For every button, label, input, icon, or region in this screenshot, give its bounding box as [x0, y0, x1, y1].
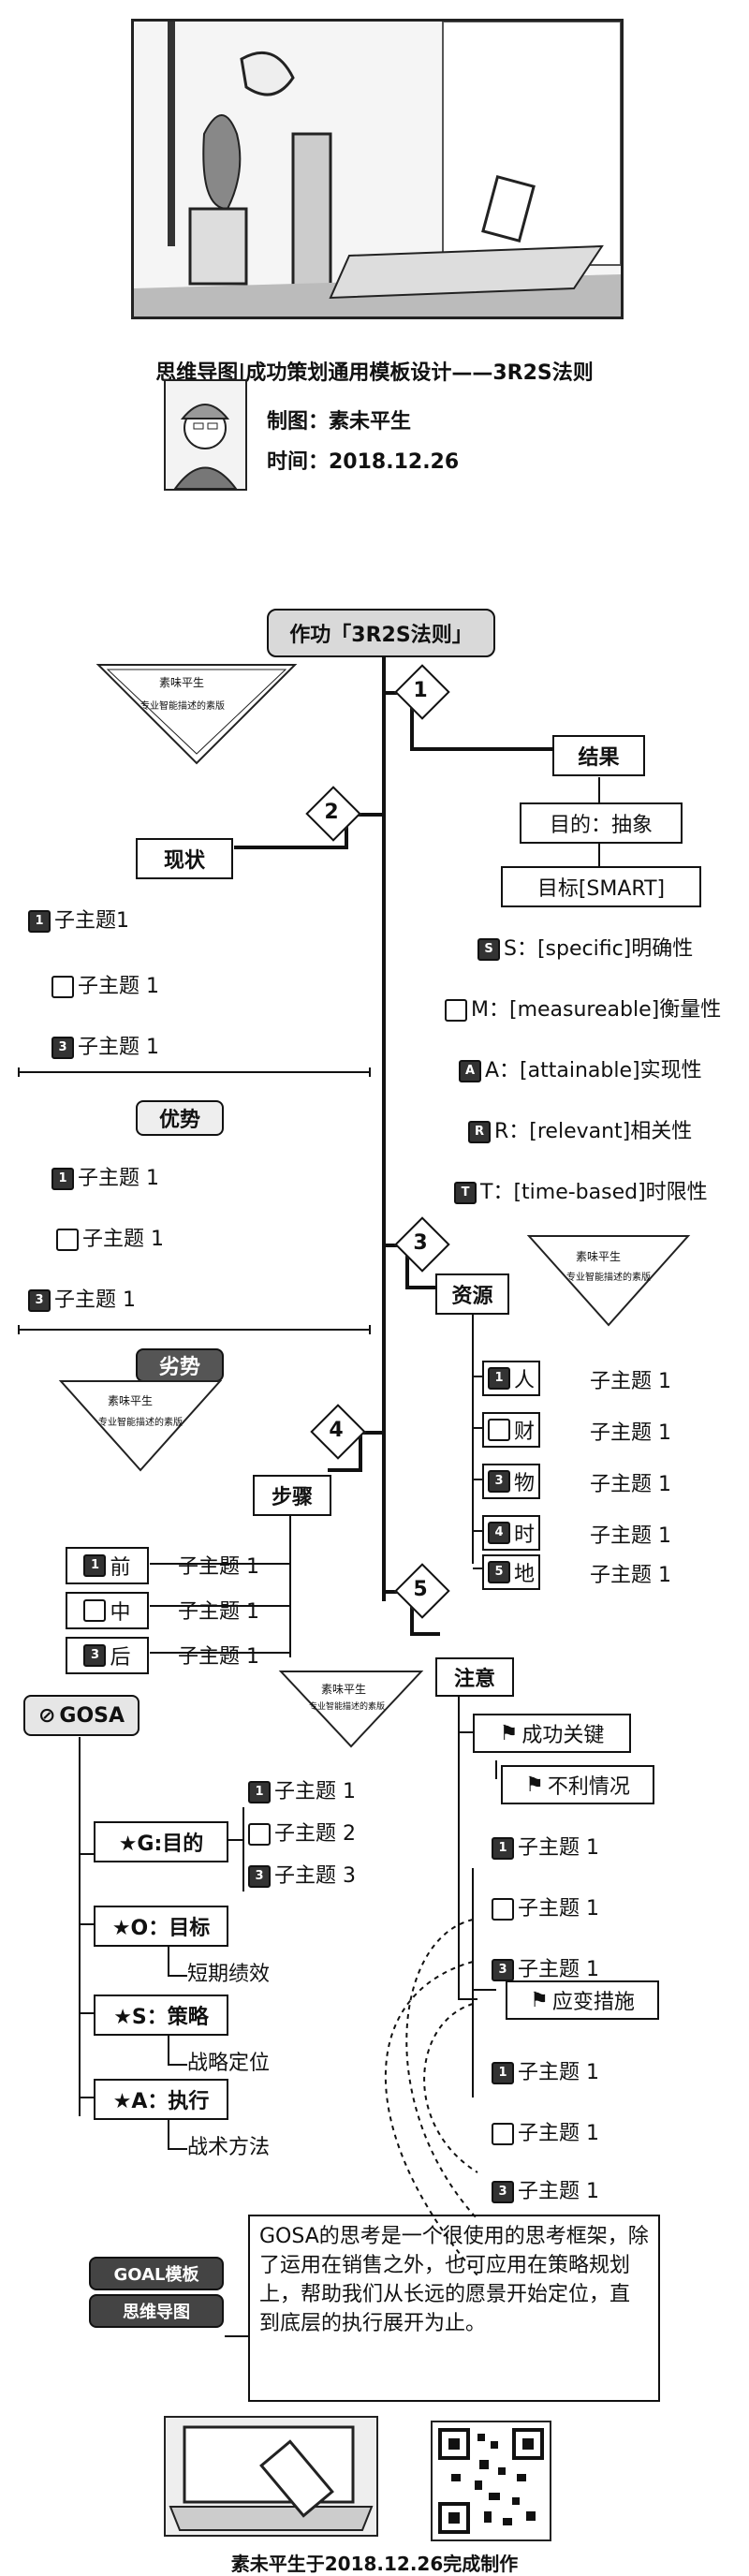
branch-3-label: 资源	[435, 1273, 509, 1315]
gosa-o-sub: 短期绩效	[187, 1963, 271, 1986]
branch-num-5: 5	[413, 1578, 428, 1601]
gosa-o: ★O：目标	[94, 1906, 228, 1947]
branch-2-label: 现状	[136, 838, 233, 879]
branch-num-4: 4	[329, 1419, 344, 1442]
note-label-2: 思维导图	[89, 2294, 224, 2328]
b5-resp: ⚑应变措施	[506, 1980, 659, 2020]
gosa-a-sub: 战术方法	[187, 2136, 271, 2159]
branch-4-label: 步骤	[253, 1475, 331, 1516]
gosa-a: ★A：执行	[94, 2079, 228, 2120]
footer-text: 素未平生于2018.12.26完成制作	[230, 2553, 519, 2575]
b1-sub2: 目标[SMART]	[501, 866, 701, 907]
youshi-label: 优势	[136, 1100, 224, 1136]
author-line: 制图：素未平生	[267, 410, 412, 434]
root-node: 作功「3R2S法则」	[267, 609, 495, 657]
b3-v-1: 子主题 1	[590, 1370, 671, 1393]
note-label-1: GOAL模板	[89, 2257, 224, 2290]
stamp-4: 素味平生 专业智能描述的素版	[276, 1667, 426, 1755]
desk-illustration	[134, 22, 621, 316]
b3-v-3: 子主题 1	[590, 1473, 671, 1496]
b5-item1-2: 子主题 1	[492, 1892, 599, 1921]
b3-v-4: 子主题 1	[590, 1524, 671, 1548]
header-photo	[131, 19, 624, 319]
time-line: 时间：2018.12.26	[267, 450, 460, 474]
b4-v-1: 子主题 1	[178, 1555, 259, 1579]
flag-icon: ⚑	[530, 1988, 549, 2012]
youshi-item-2: 子主题 1	[56, 1222, 164, 1252]
branch-num-2: 2	[324, 801, 339, 824]
b1-item-m: M：[measureable]衡量性	[445, 993, 721, 1023]
flag-icon: ⚑	[525, 1773, 544, 1797]
b3-k-2: 财	[482, 1412, 540, 1448]
b2-item-2: 子主题 1	[51, 969, 159, 999]
stamp-2: 素味平生 专业智能描述的素版	[56, 1372, 225, 1479]
b5-item2-2: 子主题 1	[492, 2116, 599, 2146]
b5-key: ⚑成功关键	[473, 1714, 631, 1753]
b3-v-5: 子主题 1	[590, 1564, 671, 1587]
b4-k-2: 中	[66, 1592, 149, 1629]
b3-v-2: 子主题 1	[590, 1421, 671, 1445]
qr-code	[431, 2421, 551, 2541]
avatar	[164, 379, 247, 491]
b4-v-3: 子主题 1	[178, 1645, 259, 1669]
branch-5-label: 注意	[435, 1657, 514, 1697]
stamp-1: 素味平生 专业智能描述的素版	[89, 655, 304, 772]
b5-bad: ⚑不利情况	[501, 1765, 654, 1804]
gosa-label: ⊘GOSA	[23, 1695, 140, 1736]
gosa-s: ★S：策略	[94, 1995, 228, 2036]
branch-num-1: 1	[413, 679, 428, 702]
branch-1-label: 结果	[552, 735, 645, 776]
gosa-g-item-2: 子主题 2	[248, 1817, 356, 1847]
stamp-3: 素味平生 专业智能描述的素版	[524, 1231, 693, 1338]
b4-v-2: 子主题 1	[178, 1600, 259, 1624]
page-title: 思维导图|成功策划通用模板设计——3R2S法则	[155, 361, 594, 385]
lieshi-label: 劣势	[136, 1348, 224, 1382]
gosa-g: ★G:目的	[94, 1821, 228, 1862]
gosa-s-sub: 战略定位	[187, 2052, 271, 2075]
flag-icon: ⚑	[499, 1721, 519, 1745]
b1-sub1: 目的：抽象	[520, 802, 683, 844]
branch-num-3: 3	[413, 1231, 428, 1255]
note-box: GOSA的思考是一个很使用的思考框架，除了运用在销售之外，也可应用在策略规划上，…	[248, 2215, 660, 2402]
laptop-photo	[164, 2416, 378, 2537]
